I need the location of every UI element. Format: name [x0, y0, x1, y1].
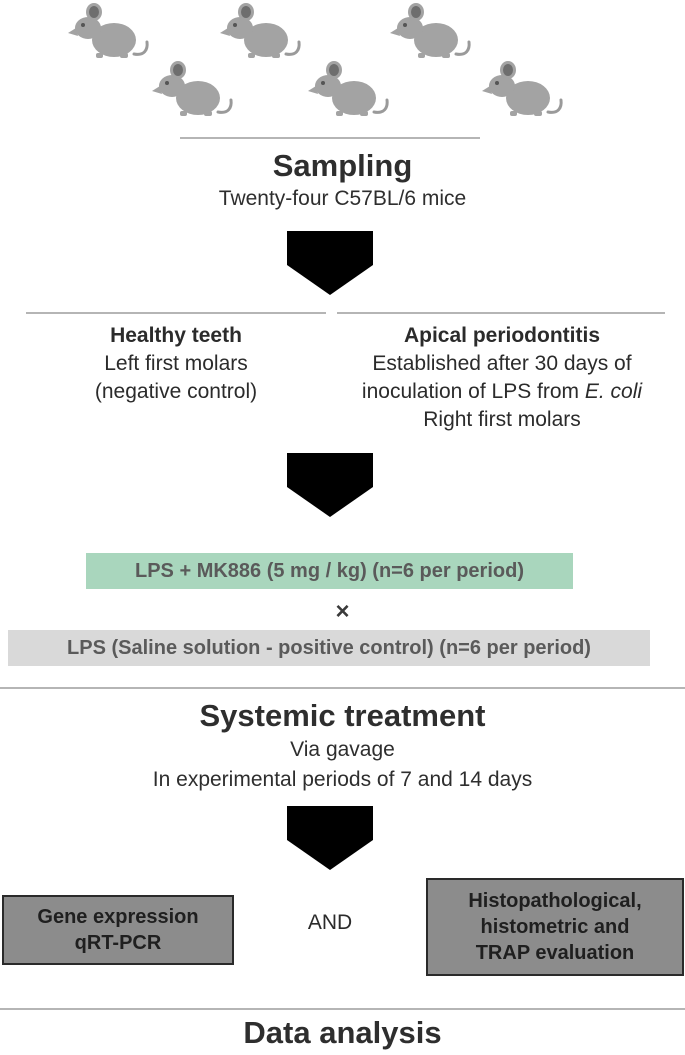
- gene-expression-box: Gene expression qRT-PCR: [2, 895, 234, 965]
- treatment-mk886: LPS + MK886 (5 mg / kg) (n=6 per period): [86, 553, 573, 589]
- gene-expression-line2: qRT-PCR: [74, 932, 162, 954]
- apical-line2: inoculation of LPS from E. coli: [330, 378, 674, 406]
- histopathology-box: Histopathological, histometric and TRAP …: [426, 878, 684, 976]
- divider: [0, 687, 685, 689]
- histopathology-line1: Histopathological,: [468, 890, 642, 912]
- apical-line1: Established after 30 days of: [372, 352, 632, 375]
- down-arrow-icon: [287, 453, 373, 517]
- divider: [0, 1008, 685, 1010]
- apical-title: Apical periodontitis: [403, 324, 600, 347]
- sampling-title: Sampling: [272, 148, 413, 183]
- and-label: AND: [307, 911, 353, 934]
- data-analysis-title: Data analysis: [243, 1015, 442, 1050]
- systemic-title: Systemic treatment: [199, 698, 486, 733]
- treatment-saline: LPS (Saline solution - positive control)…: [8, 630, 650, 666]
- sampling-subtitle: Twenty-four C57BL/6 mice: [218, 187, 467, 210]
- apical-periodontitis-group: Apical periodontitis Established after 3…: [330, 322, 674, 434]
- versus-symbol: ×: [335, 598, 350, 625]
- divider: [337, 312, 665, 314]
- mouse-icon: [148, 58, 238, 120]
- divider: [26, 312, 326, 314]
- down-arrow-icon: [287, 231, 373, 295]
- mouse-icon: [64, 0, 154, 62]
- apical-line2-species: E. coli: [584, 380, 643, 403]
- histopathology-line3: TRAP evaluation: [475, 942, 635, 964]
- mouse-icon: [478, 58, 568, 120]
- systemic-line1: Via gavage: [290, 738, 395, 761]
- histopathology-line2: histometric and: [480, 916, 630, 938]
- systemic-line2: In experimental periods of 7 and 14 days: [152, 768, 533, 791]
- mouse-icon: [386, 0, 476, 62]
- healthy-teeth-group: Healthy teeth Left first molars (negativ…: [26, 322, 326, 406]
- mouse-icon: [216, 0, 306, 62]
- apical-line2-prefix: inoculation of LPS from: [361, 380, 585, 403]
- healthy-teeth-line2: (negative control): [94, 380, 258, 403]
- apical-line3: Right first molars: [423, 408, 581, 431]
- mouse-icon: [304, 58, 394, 120]
- healthy-teeth-title: Healthy teeth: [110, 324, 242, 347]
- divider: [180, 137, 480, 139]
- healthy-teeth-line1: Left first molars: [104, 352, 248, 375]
- down-arrow-icon: [287, 806, 373, 870]
- gene-expression-line1: Gene expression: [37, 906, 199, 928]
